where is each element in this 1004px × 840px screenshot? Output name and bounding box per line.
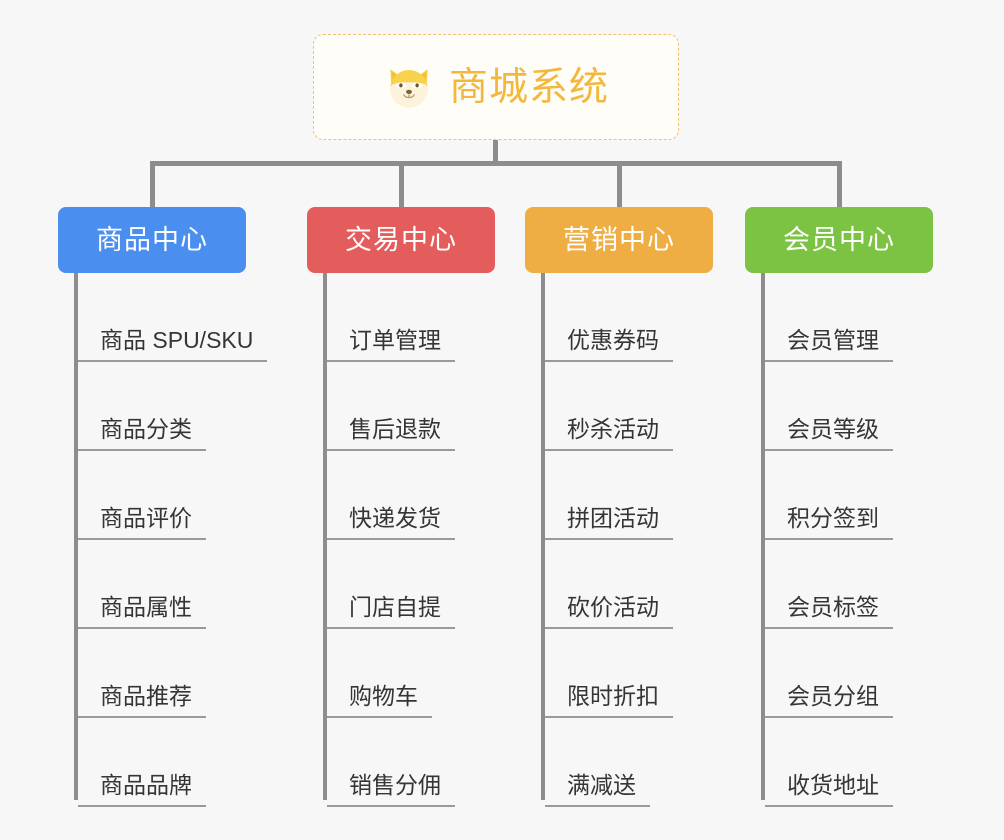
branch-header-marketing-center[interactable]: 营销中心 [525,207,713,273]
branch-trunk [761,273,765,800]
list-item[interactable]: 商品分类 [58,362,267,451]
leaf-label: 优惠券码 [545,327,673,362]
list-item[interactable]: 商品评价 [58,451,267,540]
list-item[interactable]: 秒杀活动 [525,362,713,451]
connector-drop-trade-center [399,161,404,207]
branch-product-center: 商品中心 商品 SPU/SKU 商品分类 商品评价 商品属性 商品推荐 商品品牌 [58,207,268,807]
leaf-label: 订单管理 [327,327,455,362]
leaf-label: 会员标签 [765,594,893,629]
branch-trunk [323,273,327,800]
root-node[interactable]: 商城系统 [313,34,679,140]
list-item[interactable]: 销售分佣 [307,718,495,807]
leaf-label: 拼团活动 [545,505,673,540]
leaf-label: 快递发货 [327,505,455,540]
leaf-label: 商品 SPU/SKU [78,327,268,362]
leaf-label: 商品属性 [78,594,206,629]
leaf-label: 限时折扣 [545,683,673,718]
list-item[interactable]: 商品属性 [58,540,267,629]
leaf-label: 收货地址 [765,772,893,807]
branch-header-member-center[interactable]: 会员中心 [745,207,933,273]
connector-drop-product-center [150,161,155,207]
branch-header-trade-center[interactable]: 交易中心 [307,207,495,273]
leaf-label: 秒杀活动 [545,416,673,451]
leaf-label: 商品评价 [78,505,206,540]
list-item[interactable]: 购物车 [307,629,495,718]
leaf-label: 商品品牌 [78,772,206,807]
leaf-label: 销售分佣 [327,772,455,807]
list-item[interactable]: 会员标签 [745,540,933,629]
connector-drop-marketing-center [617,161,622,207]
list-item[interactable]: 售后退款 [307,362,495,451]
list-item[interactable]: 会员分组 [745,629,933,718]
list-item[interactable]: 拼团活动 [525,451,713,540]
root-title: 商城系统 [448,65,609,109]
leaf-list-trade-center: 订单管理 售后退款 快递发货 门店自提 购物车 销售分佣 [307,273,495,807]
list-item[interactable]: 会员管理 [745,273,933,362]
branch-marketing-center: 营销中心 优惠券码 秒杀活动 拼团活动 砍价活动 限时折扣 满减送 [525,207,713,807]
list-item[interactable]: 商品 SPU/SKU [58,273,268,362]
list-item[interactable]: 门店自提 [307,540,495,629]
leaf-label: 积分签到 [765,505,893,540]
leaf-list-member-center: 会员管理 会员等级 积分签到 会员标签 会员分组 收货地址 [745,273,933,807]
list-item[interactable]: 积分签到 [745,451,933,540]
branch-trunk [541,273,545,800]
list-item[interactable]: 快递发货 [307,451,495,540]
branch-header-label: 会员中心 [783,224,895,255]
leaf-label: 砍价活动 [545,594,673,629]
branch-trade-center: 交易中心 订单管理 售后退款 快递发货 门店自提 购物车 销售分佣 [307,207,495,807]
connector-drop-member-center [837,161,842,207]
leaf-label: 商品推荐 [78,683,206,718]
list-item[interactable]: 限时折扣 [525,629,713,718]
list-item[interactable]: 收货地址 [745,718,933,807]
leaf-label: 会员分组 [765,683,893,718]
list-item[interactable]: 订单管理 [307,273,495,362]
leaf-label: 售后退款 [327,416,455,451]
leaf-label: 会员等级 [765,416,893,451]
branch-header-label: 营销中心 [563,224,675,255]
branch-header-product-center[interactable]: 商品中心 [58,207,246,273]
branch-trunk [74,273,78,800]
list-item[interactable]: 会员等级 [745,362,933,451]
shiba-dog-face-icon [390,69,428,108]
branch-header-label: 商品中心 [96,224,208,255]
branch-member-center: 会员中心 会员管理 会员等级 积分签到 会员标签 会员分组 收货地址 [745,207,933,807]
list-item[interactable]: 满减送 [525,718,713,807]
connector-root-stem [493,140,498,166]
list-item[interactable]: 砍价活动 [525,540,713,629]
leaf-label: 商品分类 [78,416,206,451]
leaf-label: 会员管理 [765,327,893,362]
leaf-label: 购物车 [327,683,432,718]
leaf-label: 满减送 [545,772,650,807]
leaf-list-product-center: 商品 SPU/SKU 商品分类 商品评价 商品属性 商品推荐 商品品牌 [58,273,268,807]
branch-header-label: 交易中心 [345,224,457,255]
leaf-list-marketing-center: 优惠券码 秒杀活动 拼团活动 砍价活动 限时折扣 满减送 [525,273,713,807]
connector-horizontal-bus [150,161,840,166]
leaf-label: 门店自提 [327,594,455,629]
list-item[interactable]: 商品推荐 [58,629,267,718]
list-item[interactable]: 优惠券码 [525,273,713,362]
list-item[interactable]: 商品品牌 [58,718,267,807]
